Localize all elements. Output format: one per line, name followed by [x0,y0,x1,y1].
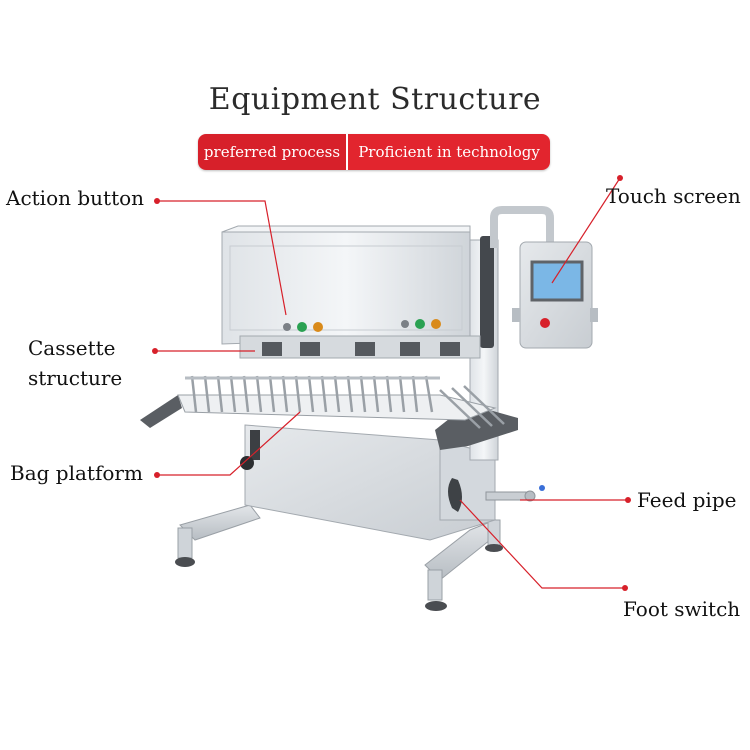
label-touch-screen: Touch screen [606,184,741,208]
feed-pipe-device [485,485,545,502]
roller-conveyor [140,375,518,450]
page-title: Equipment Structure [208,82,542,117]
callout-bag-platform [157,411,301,476]
foot-switch-device [448,478,462,512]
top-housing [221,225,471,345]
callout-foot-switch [459,499,625,589]
label-cassette-line2: structure [28,366,123,390]
banner-right-text: Proficient in technology [348,134,550,170]
touch-screen-device [490,206,598,349]
banner-left-text: preferred process [198,134,346,170]
callout-action-button [157,200,287,316]
base-frame [175,504,503,611]
callout-touch-screen [551,177,621,284]
cassette-structure [239,335,481,359]
label-foot-switch: Foot switch [623,597,741,621]
feature-banner: preferred process Proficient in technolo… [198,134,550,170]
callout-dots [152,175,631,591]
label-bag-platform: Bag platform [10,461,143,485]
platform-knob [240,430,260,470]
callout-lines [155,177,628,589]
action-buttons [283,319,441,332]
banner-separator [346,134,348,170]
label-action-button: Action button [6,186,145,210]
label-feed-pipe: Feed pipe [637,488,737,512]
label-cassette-line1: Cassette [28,336,116,360]
